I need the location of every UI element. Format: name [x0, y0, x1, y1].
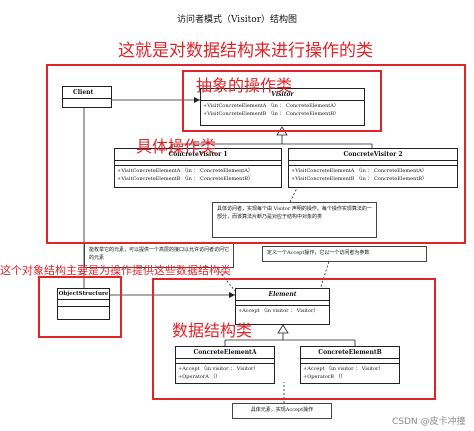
concrete-visitor-1-name: ConcreteVisitor 1	[115, 149, 281, 161]
element-class-name: Element	[236, 289, 329, 301]
note-concrete-element: 具体元素，实现Accept操作	[232, 403, 332, 419]
concrete-element-a-class: ConcreteElementA +Accept （in visitor ： V…	[175, 346, 275, 384]
visitor-op: +VisitConcreteElementB （in ： ConcreteEle…	[203, 111, 340, 117]
concrete-element-a-op: +OperatorA （）	[178, 374, 221, 380]
annotation-box-object-structure	[38, 276, 122, 338]
concrete-visitor-2-class: ConcreteVisitor 2 +VisitConcreteElementA…	[288, 148, 458, 188]
element-class: Element +Accept （in visitor ： Visitor）	[235, 288, 330, 325]
concrete-element-b-name: ConcreteElementB	[301, 347, 399, 359]
concrete-visitor-2-op: +VisitConcreteElementB （in ： ConcreteEle…	[291, 176, 428, 182]
note-concrete-visitor: 具体访问者，实现每个由 Visitor 声明的操作。每个操作实现算法的一部分，而…	[212, 202, 377, 238]
annotation-box-data-structure	[152, 278, 436, 400]
concrete-visitor-2-op: +VisitConcreteElementA （in ： ConcreteEle…	[291, 168, 427, 174]
concrete-element-a-name: ConcreteElementA	[176, 347, 274, 359]
watermark: CSDN @皮卡冲撞	[392, 417, 466, 427]
object-structure-class: ObjectStructure	[57, 288, 110, 320]
element-op: +Accept （in visitor ： Visitor）	[238, 308, 319, 314]
note-element: 定义一个Accept操作，它以一个访问者为参数	[262, 246, 427, 262]
concrete-visitor-1-class: ConcreteVisitor 1 +VisitConcreteElementA…	[114, 148, 282, 188]
annotation-data-structure: 数据结构类	[172, 321, 253, 340]
visitor-class: Visitor +VisitConcreteElementA （in ： Con…	[200, 88, 365, 126]
object-structure-name: ObjectStructure	[58, 289, 109, 300]
concrete-element-a-op: +Accept （in visitor ： Visitor）	[178, 366, 259, 372]
client-class: Client	[62, 86, 112, 108]
concrete-element-b-op: +OperatorB （）	[303, 374, 346, 380]
annotation-concrete-class: 具体操作类	[136, 137, 217, 156]
client-class-name: Client	[63, 87, 111, 99]
annotation-structure-class: 这就是对数据结构来进行操作的类	[118, 41, 373, 61]
concrete-visitor-1-op: +VisitConcreteElementB （in ： ConcreteEle…	[117, 176, 254, 182]
annotation-object-structure: 这个对象结构主要是为操作提供这些数据结构类	[0, 264, 231, 277]
diagram-title: 访问者模式（Visitor）结构图	[176, 15, 298, 25]
concrete-element-b-class: ConcreteElementB +Accept （in visitor ： V…	[300, 346, 400, 384]
visitor-op: +VisitConcreteElementA （in ： ConcreteEle…	[203, 103, 339, 109]
concrete-element-b-op: +Accept （in visitor ： Visitor）	[303, 366, 384, 372]
annotation-box-abstract-visitor	[182, 70, 382, 132]
annotation-box-visitor-area	[46, 64, 466, 244]
concrete-visitor-1-op: +VisitConcreteElementA （in ： ConcreteEle…	[117, 168, 253, 174]
concrete-visitor-2-name: ConcreteVisitor 2	[289, 149, 457, 161]
annotation-abstract-class: 抽象的操作类	[196, 76, 293, 95]
visitor-class-name: Visitor	[201, 89, 364, 101]
